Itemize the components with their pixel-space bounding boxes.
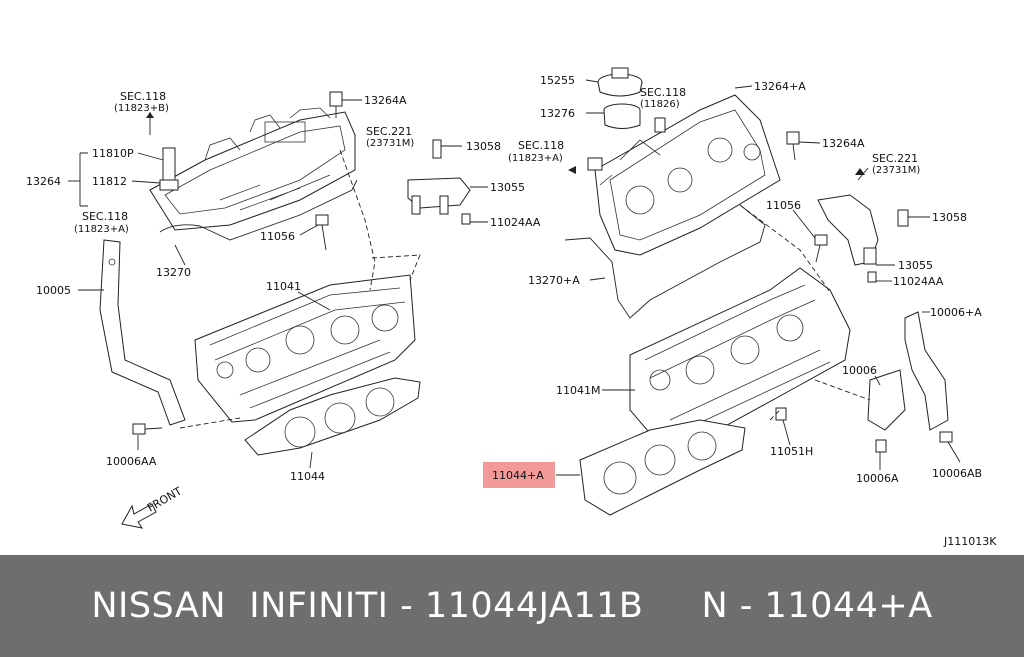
cylinder-head-left xyxy=(194,274,416,423)
label-11056-left: 11056 xyxy=(260,230,295,243)
cylinder-head-right xyxy=(629,267,851,446)
label-13264A-left: 13264A xyxy=(364,94,407,107)
gasket-13270 xyxy=(159,179,358,241)
label-sec221-right: SEC.221 xyxy=(872,152,918,165)
label-11812: 11812 xyxy=(92,175,127,188)
oil-cap-15255 xyxy=(597,67,643,97)
label-13058-left: 13058 xyxy=(466,140,501,153)
label-13058-right: 13058 xyxy=(932,211,967,224)
label-diagram-code: J111013K xyxy=(943,535,997,548)
sensor-11823A-right xyxy=(587,157,603,171)
coil-parts-left xyxy=(146,91,343,191)
front-arrow-icon xyxy=(121,503,157,529)
bolt-13264A-right xyxy=(786,131,800,145)
label-13270pA: 13270+A xyxy=(528,274,580,287)
label-13055-left: 13055 xyxy=(490,181,525,194)
brackets-10006 xyxy=(867,311,953,453)
leader-lines xyxy=(68,79,961,476)
label-15255: 15255 xyxy=(540,74,575,87)
label-11044: 11044 xyxy=(290,470,325,483)
label-sec221-left: SEC.221 xyxy=(366,125,412,138)
label-10006AA: 10006AA xyxy=(106,455,157,468)
bolt-11056-right xyxy=(814,234,828,246)
label-sec118-r-sub: (11826) xyxy=(640,99,680,110)
label-sec118-a-left: SEC.118 xyxy=(82,210,128,223)
label-11056-right: 11056 xyxy=(766,199,801,212)
exploded-view-svg: SEC.118 (11823+B) 13264A SEC.221 (23731M… xyxy=(26,67,997,548)
label-11024AA-left: 11024AA xyxy=(490,216,541,229)
bolt-11056-left xyxy=(315,214,329,251)
head-gasket-11044pA xyxy=(579,419,746,516)
label-13055-right: 13055 xyxy=(898,259,933,272)
caption-bar: NISSAN INFINITI - 11044JA11B N - 11044+A xyxy=(0,555,1024,657)
parts-diagram: SEC.118 (11823+B) 13264A SEC.221 (23731M… xyxy=(26,67,998,548)
valve-cover-right xyxy=(594,94,781,256)
label-sec118-a-mid: SEC.118 xyxy=(518,139,564,152)
label-11041M: 11041M xyxy=(556,384,600,397)
label-11044pA: 11044+A xyxy=(492,469,544,482)
gasket-13270pA xyxy=(564,204,766,319)
bolt-11051H xyxy=(775,407,787,421)
valve-cover-left xyxy=(149,107,356,231)
label-11024AA-right: 11024AA xyxy=(893,275,944,288)
caption-text: NISSAN INFINITI - 11044JA11B N - 11044+A xyxy=(91,586,933,626)
label-sec221-left-sub: (23731M) xyxy=(366,138,414,149)
sensor-11826 xyxy=(654,117,666,133)
bolt-10006AA xyxy=(132,423,146,435)
bracket-10005 xyxy=(99,239,186,426)
label-sec221-right-sub: (23731M) xyxy=(872,165,920,176)
highlight-box xyxy=(483,462,555,488)
label-sec118-b: SEC.118 xyxy=(120,90,166,103)
label-13264pA: 13264+A xyxy=(754,80,806,93)
label-11810P: 11810P xyxy=(92,147,134,160)
label-11051H: 11051H xyxy=(770,445,813,458)
label-10005: 10005 xyxy=(36,284,71,297)
head-gasket-11044 xyxy=(244,377,421,456)
label-13264: 13264 xyxy=(26,175,61,188)
cam-sensor-left xyxy=(407,139,471,225)
cam-sensor-right xyxy=(817,168,909,283)
label-10006A: 10006A xyxy=(856,472,899,485)
label-10006AB: 10006AB xyxy=(932,467,982,480)
label-front: FRONT xyxy=(145,484,184,514)
label-sec118-a-mid-sub: (11823+A) xyxy=(508,153,563,164)
label-sec118-a-left-sub: (11823+A) xyxy=(74,224,129,235)
label-sec118-b-sub: (11823+B) xyxy=(114,103,169,114)
label-13264A-right: 13264A xyxy=(822,137,865,150)
label-sec118-r: SEC.118 xyxy=(640,86,686,99)
label-10006: 10006 xyxy=(842,364,877,377)
label-13270: 13270 xyxy=(156,266,191,279)
seal-13276 xyxy=(603,103,641,129)
label-10006pA: 10006+A xyxy=(930,306,982,319)
label-11041: 11041 xyxy=(266,280,301,293)
label-13276: 13276 xyxy=(540,107,575,120)
